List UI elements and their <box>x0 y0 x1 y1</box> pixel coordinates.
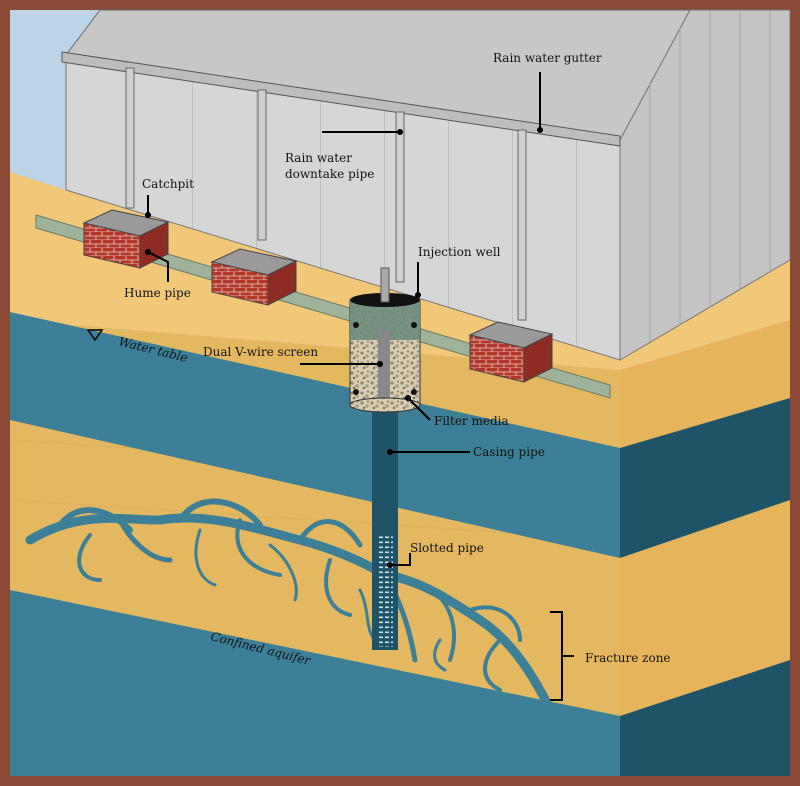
label-hume-pipe: Hume pipe <box>124 286 191 300</box>
fracture-zone-bracket <box>550 611 574 701</box>
injection-well <box>349 267 421 650</box>
downtake-pipes <box>125 67 527 321</box>
water-table-aquifer-side <box>620 398 790 558</box>
leader-lines <box>147 72 541 566</box>
label-downtake-1: Rain water <box>285 151 352 165</box>
side-wall-ribs <box>649 10 771 342</box>
label-fracture-zone: Fracture zone <box>585 651 671 665</box>
water-table-icon <box>86 329 104 342</box>
catchpit-3 <box>468 321 554 383</box>
label-catchpit: Catchpit <box>142 177 194 191</box>
label-casing-pipe: Casing pipe <box>473 445 545 459</box>
leader-dots <box>145 127 543 568</box>
catchpit-2 <box>210 248 298 306</box>
label-downtake-2: downtake pipe <box>285 167 374 181</box>
label-injection-well: Injection well <box>418 245 501 259</box>
slotted-pipe <box>377 535 393 647</box>
confined-aquifer <box>10 590 620 776</box>
label-filter-media: Filter media <box>434 414 509 428</box>
catchpit-1 <box>82 209 170 269</box>
water-table-aquifer <box>10 312 620 558</box>
label-slotted-pipe: Slotted pipe <box>410 541 484 555</box>
label-dual-screen: Dual V-wire screen <box>203 345 318 359</box>
ground-surface <box>10 172 790 370</box>
building-side-wall <box>619 9 791 361</box>
confined-aquifer-side <box>620 660 790 776</box>
fracture-network <box>25 498 553 710</box>
rain-water-gutter <box>61 51 621 147</box>
label-gutter: Rain water gutter <box>493 51 602 65</box>
